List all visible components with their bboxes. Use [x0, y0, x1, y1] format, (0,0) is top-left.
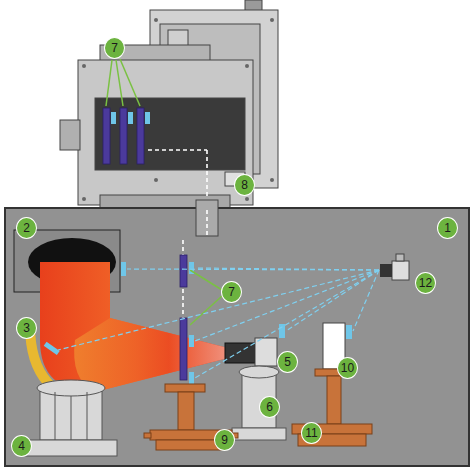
callout-number: 3 [16, 317, 37, 339]
callout-number: 8 [234, 174, 255, 196]
callout-number: 11 [301, 422, 322, 444]
callout-number: 2 [16, 217, 37, 239]
callout-number: 4 [11, 435, 32, 457]
callout-number: 7 [104, 37, 125, 59]
callout-number: 12 [415, 272, 436, 294]
callout-number: 5 [277, 351, 298, 373]
callout-number: 10 [337, 357, 358, 379]
callout-number: 7 [221, 281, 242, 303]
callout-number: 6 [259, 396, 280, 418]
callout-number: 1 [437, 217, 458, 239]
callout-number: 9 [214, 429, 235, 451]
